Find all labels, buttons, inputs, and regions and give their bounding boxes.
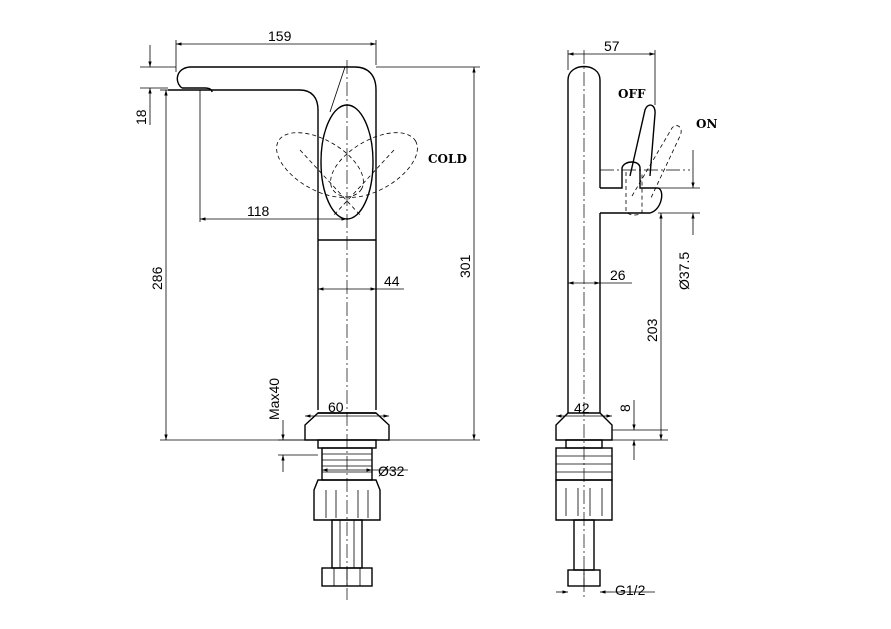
dim-handle-height: 203 <box>644 318 660 342</box>
dim-top-depth: 57 <box>604 38 620 54</box>
side-view: 57 26 Ø37.5 203 42 8 G1/2 OFF ON <box>555 38 717 600</box>
label-on: ON <box>696 117 717 131</box>
dim-connection-thread: G1/2 <box>615 582 646 598</box>
front-view: 159 18 118 44 60 286 301 Max40 <box>133 28 480 600</box>
lever-off <box>629 104 656 177</box>
dim-spout-offset: 18 <box>133 109 149 125</box>
dim-spout-reach: 118 <box>247 203 270 219</box>
body-side <box>567 65 601 413</box>
dim-base-height: 8 <box>617 404 633 412</box>
label-off: OFF <box>618 87 646 101</box>
label-cold: COLD <box>428 152 467 166</box>
spout-outline <box>176 66 377 410</box>
dim-body-diameter: 44 <box>384 273 400 289</box>
dim-thread-diameter: Ø32 <box>378 463 405 479</box>
dim-total-height: 301 <box>457 254 473 278</box>
dim-handle-diameter: Ø37.5 <box>676 252 692 290</box>
dim-base-width: 60 <box>328 399 344 415</box>
lever-on <box>631 125 682 201</box>
dim-base-depth: 42 <box>574 400 590 416</box>
dim-outlet-height: 286 <box>149 266 165 290</box>
dim-max-deck: Max40 <box>266 378 282 420</box>
dim-body-depth: 26 <box>610 267 626 283</box>
dim-spout-length: 159 <box>268 28 292 44</box>
shank-front <box>313 439 381 587</box>
